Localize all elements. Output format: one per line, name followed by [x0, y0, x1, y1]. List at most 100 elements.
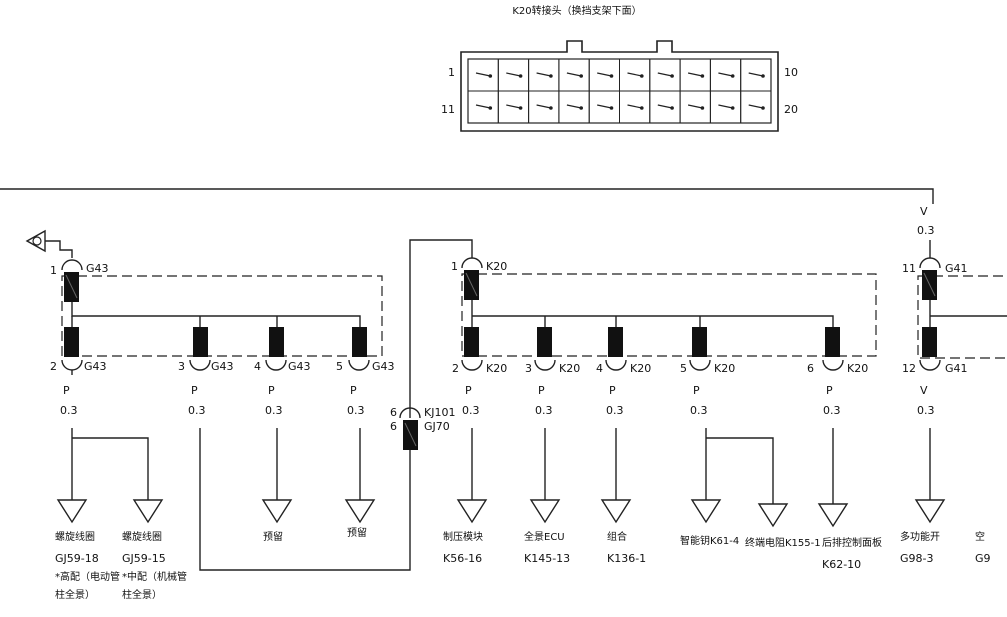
svg-text:3: 3 — [525, 362, 532, 375]
load-gj59-18 — [56, 499, 88, 524]
top-bus-wire — [0, 188, 934, 204]
svg-text:2: 2 — [452, 362, 459, 375]
svg-text:3: 3 — [178, 360, 185, 373]
k20-pin4: 4 K20 P 0.3 — [596, 327, 651, 417]
svg-text:P: P — [191, 384, 198, 397]
load-gj59-15-note1: *中配（机械管 — [122, 570, 187, 583]
g41-pin11-name: G41 — [945, 262, 968, 275]
svg-text:P: P — [609, 384, 616, 397]
svg-text:K20: K20 — [559, 362, 580, 375]
g41-pin12-name: G41 — [945, 362, 968, 375]
svg-text:6: 6 — [807, 362, 814, 375]
load-k56-16 — [456, 499, 488, 524]
svg-text:0.3: 0.3 — [60, 404, 78, 417]
cavity-terminal — [475, 104, 491, 109]
load-g9-name: 空 — [975, 530, 985, 543]
cavity-terminal-tip — [579, 106, 583, 110]
svg-text:K20: K20 — [714, 362, 735, 375]
cavity-terminal — [597, 72, 612, 77]
group-k20: 1 K20 2 K20 P 0.3 3 K20 P 0.3 4 K20 P 0.… — [443, 257, 882, 571]
load-k136-1-name: 组合 — [607, 530, 627, 543]
load-k61-4 — [690, 499, 722, 524]
group-g41: V 0.3 11 G41 12 G41 V 0.3 多功能开 G98-3 空 G… — [900, 205, 1007, 565]
svg-text:5: 5 — [680, 362, 687, 375]
svg-text:0.3: 0.3 — [606, 404, 624, 417]
cavity-terminal-tip — [549, 74, 553, 78]
load-gj59-18-code: GJ59-18 — [55, 552, 99, 565]
cavity-terminal-tip — [670, 106, 674, 110]
k20-pin5: 5 K20 P 0.3 — [680, 327, 735, 417]
svg-text:P: P — [63, 384, 70, 397]
g41-bottom-color: V — [920, 384, 928, 397]
svg-text:P: P — [465, 384, 472, 397]
k20-dashed-boundary — [461, 273, 877, 357]
load-g98-3-name: 多功能开 — [900, 530, 940, 543]
pin-label-10: 10 — [784, 66, 798, 79]
cavity-terminal — [536, 104, 552, 109]
cavity-terminal — [657, 72, 673, 77]
load-gj59-15-name: 螺旋线圈 — [122, 530, 162, 543]
pin-label-11: 11 — [441, 103, 455, 116]
svg-text:P: P — [538, 384, 545, 397]
g43-pin5: 5 G43 P 0.3 — [336, 327, 395, 417]
load-k62-10-name: 后排控制面板 — [822, 536, 882, 549]
g41-dashed-boundary — [917, 275, 1007, 359]
cavity-terminal-tip — [609, 106, 614, 110]
svg-text:G43: G43 — [288, 360, 311, 373]
svg-text:G43: G43 — [84, 360, 107, 373]
cavity-terminal-tip — [488, 106, 493, 110]
svg-text:0.3: 0.3 — [347, 404, 365, 417]
cavity-terminal — [687, 72, 703, 77]
load-g98-3 — [914, 499, 946, 524]
connector-title: K20转接头（换挡支架下面） — [512, 4, 641, 17]
cavity-terminal-tip — [761, 106, 765, 110]
k20-pin6: 6 K20 P 0.3 — [807, 327, 868, 417]
load-gj59-18-note1: *高配（电动管 — [55, 570, 120, 583]
cavity-terminal-tip — [518, 106, 523, 110]
cavity-terminal-tip — [700, 106, 705, 110]
load-gj59-18-note2: 柱全景） — [55, 588, 95, 601]
cavity-terminal-tip — [730, 74, 735, 78]
cavity-terminal — [657, 104, 673, 109]
k20-pin3: 3 K20 P 0.3 — [525, 327, 580, 417]
load-g98-3-code: G98-3 — [900, 552, 934, 565]
cavity-terminal-tip — [518, 74, 523, 78]
cavity-terminal — [475, 72, 491, 77]
load-reserved-2-name: 预留 — [347, 526, 367, 539]
svg-text:5: 5 — [336, 360, 343, 373]
cavity-terminal-tip — [640, 106, 644, 110]
load-k155-1 — [757, 503, 789, 528]
load-k62-10-code: K62-10 — [822, 558, 861, 571]
cavity-terminal-tip — [488, 74, 493, 78]
k20-pin1-num: 1 — [451, 260, 458, 273]
cavity-terminal — [597, 104, 612, 109]
svg-text:P: P — [350, 384, 357, 397]
load-k56-16-name: 制压模块 — [443, 530, 483, 543]
junction-pin-top: 6 — [390, 406, 397, 419]
load-k136-1 — [600, 499, 632, 524]
g41-pin11-num: 11 — [902, 262, 916, 275]
g43-pin1-name: G43 — [86, 262, 109, 275]
svg-text:0.3: 0.3 — [690, 404, 708, 417]
g41-bottom-gauge: 0.3 — [917, 404, 935, 417]
svg-text:4: 4 — [596, 362, 603, 375]
connector-cavity — [740, 90, 772, 124]
load-g9-code: G9 — [975, 552, 991, 565]
load-k145-13-name: 全景ECU — [524, 530, 565, 543]
ground-icon — [25, 229, 73, 258]
g43-dashed-boundary — [61, 275, 383, 357]
svg-text:2: 2 — [50, 360, 57, 373]
cavity-terminal — [627, 104, 642, 109]
cavity-terminal-tip — [549, 106, 553, 110]
junction-name-top: KJ101 — [424, 406, 455, 419]
svg-text:4: 4 — [254, 360, 261, 373]
load-k145-13 — [529, 499, 561, 524]
k20-pin1-name: K20 — [486, 260, 507, 273]
svg-text:0.3: 0.3 — [265, 404, 283, 417]
load-k56-16-code: K56-16 — [443, 552, 482, 565]
svg-text:P: P — [826, 384, 833, 397]
load-reserved-2 — [344, 499, 376, 524]
load-reserved-1-name: 预留 — [263, 530, 283, 543]
load-reserved-1 — [261, 499, 293, 524]
